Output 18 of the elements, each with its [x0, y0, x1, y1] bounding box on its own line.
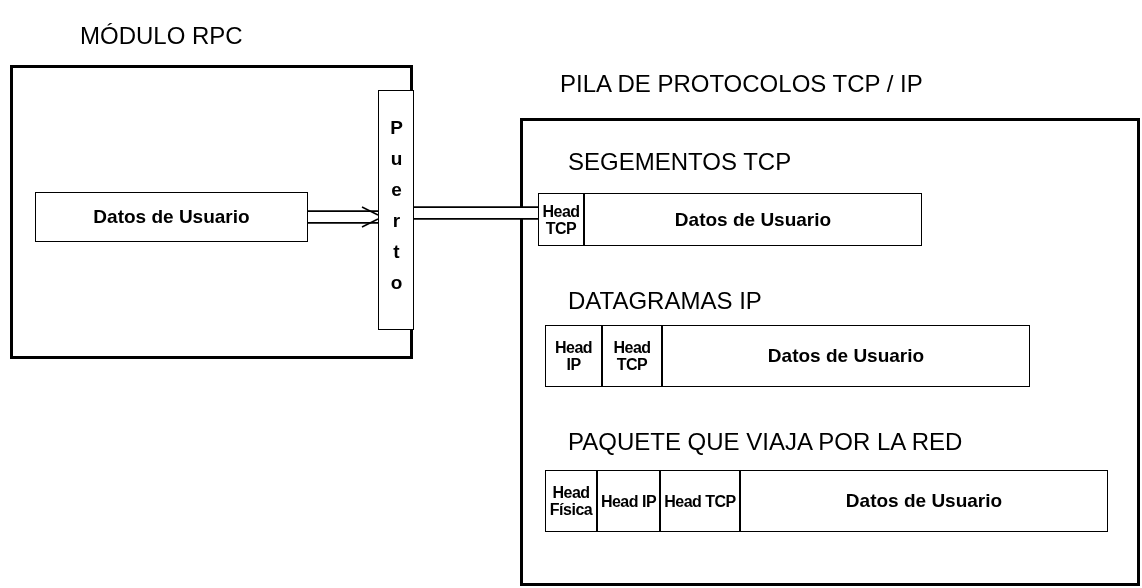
header-field-box: Head TCP	[660, 470, 740, 532]
section-heading: DATAGRAMAS IP	[568, 287, 762, 315]
header-field-box: Head IP	[545, 325, 602, 387]
double-line-connector	[308, 206, 379, 228]
header-field-box: Head TCP	[538, 193, 584, 246]
data-field-box: Datos de Usuario	[662, 325, 1030, 387]
header-field-box: Head IP	[597, 470, 660, 532]
header-field-box: Head Física	[545, 470, 597, 532]
data-field-box: Datos de Usuario	[35, 192, 308, 242]
section-heading: PAQUETE QUE VIAJA POR LA RED	[568, 428, 963, 456]
box-title: MÓDULO RPC	[80, 22, 243, 50]
data-field-box: Datos de Usuario	[740, 470, 1108, 532]
box-title: PILA DE PROTOCOLOS TCP / IP	[560, 70, 923, 98]
port-box: Puerto	[378, 90, 414, 330]
double-line-connector	[414, 206, 538, 220]
section-heading: SEGEMENTOS TCP	[568, 148, 792, 176]
data-field-box: Datos de Usuario	[584, 193, 922, 246]
header-field-box: Head TCP	[602, 325, 662, 387]
